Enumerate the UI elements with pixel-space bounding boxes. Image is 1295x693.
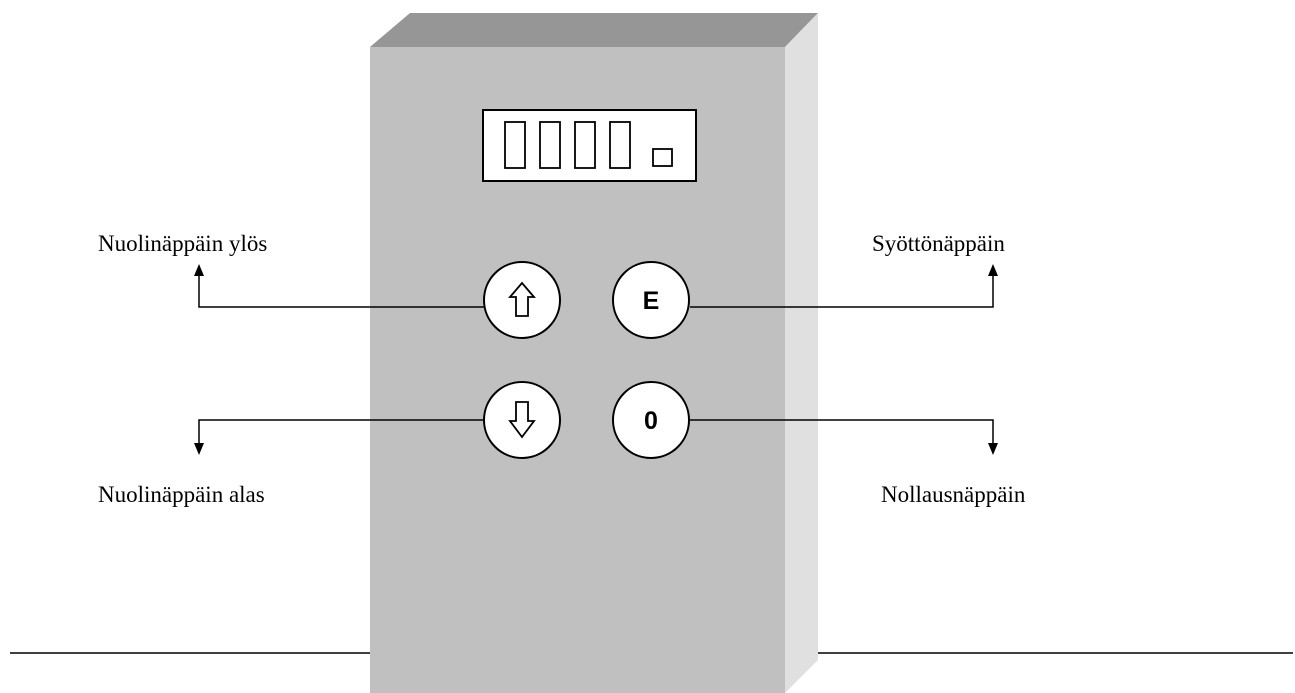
- display-digit: [609, 121, 631, 169]
- up-key-label: Nuolinäppäin ylös: [98, 231, 267, 256]
- display-digit: [539, 121, 561, 169]
- enter-button-label: E: [643, 287, 660, 315]
- enter-button[interactable]: E: [612, 261, 690, 339]
- up-arrow-button[interactable]: [483, 261, 561, 339]
- down-key-arrowhead: [194, 443, 204, 455]
- reset-key-label: Nollausnäppäin: [881, 482, 1026, 507]
- display-digit: [574, 121, 596, 169]
- arrow-down-outline-icon: [508, 401, 536, 439]
- down-key-leader-line: [198, 419, 484, 444]
- display-decimal-point: [652, 148, 673, 167]
- digit-display: [482, 109, 697, 182]
- enclosure-top-face: [370, 13, 818, 47]
- up-key-arrowhead: [194, 264, 204, 276]
- reset-button-label: 0: [644, 407, 658, 435]
- display-digit: [504, 121, 526, 169]
- reset-key-leader-line: [690, 419, 994, 444]
- enter-key-arrowhead: [988, 264, 998, 276]
- down-arrow-button[interactable]: [483, 381, 561, 459]
- up-key-leader-line: [198, 275, 484, 308]
- enclosure-side-face: [785, 13, 818, 693]
- reset-button[interactable]: 0: [612, 381, 690, 459]
- reset-key-arrowhead: [988, 443, 998, 455]
- enter-key-leader-line: [690, 275, 994, 308]
- arrow-up-outline-icon: [508, 281, 536, 317]
- down-key-label: Nuolinäppäin alas: [98, 482, 265, 507]
- enter-key-label: Syöttönäppäin: [872, 231, 1005, 256]
